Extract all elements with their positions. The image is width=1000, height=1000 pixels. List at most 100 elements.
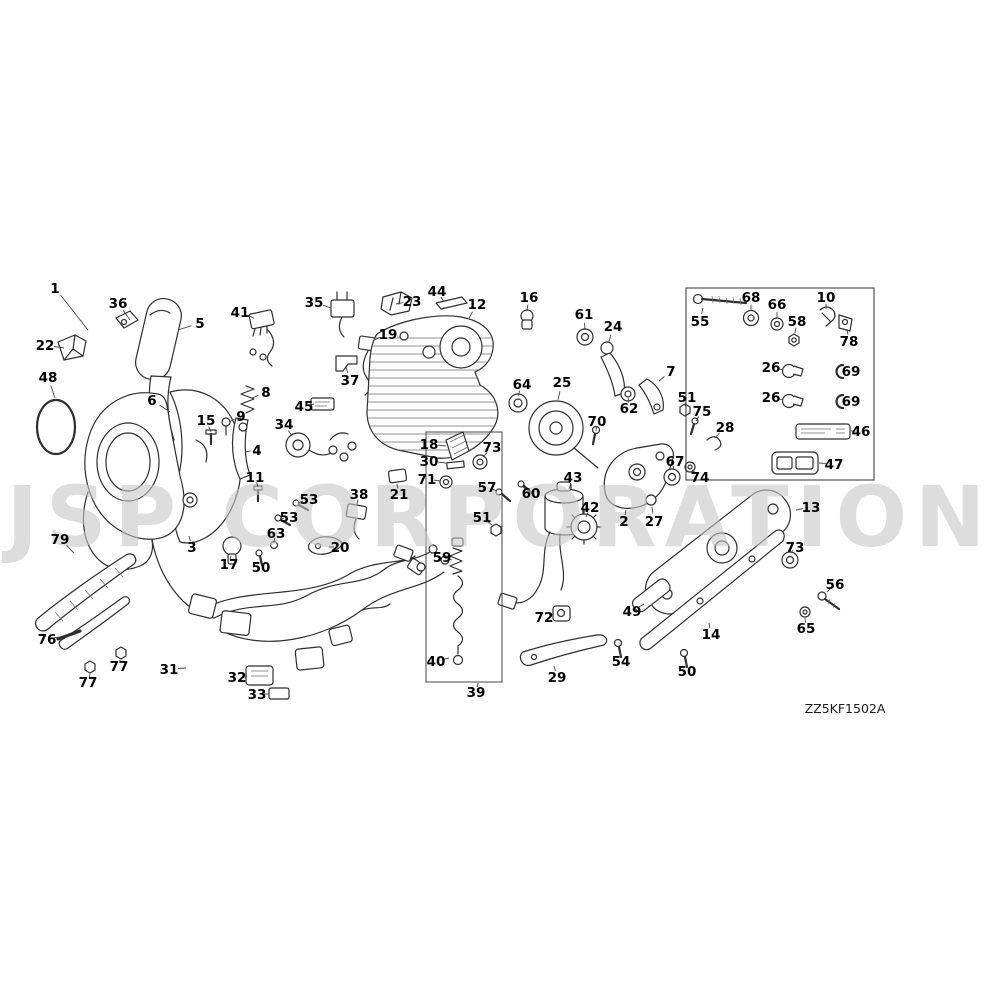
leader-line-15	[208, 426, 212, 433]
part-28-clip	[706, 436, 722, 451]
part-label-68: 68	[742, 290, 761, 306]
leader-line-51	[487, 521, 493, 526]
leader-line-11	[256, 482, 259, 488]
leader-line-61	[584, 322, 586, 331]
leader-line-3	[188, 535, 191, 542]
part-label-27: 27	[645, 514, 664, 530]
part-label-77: 77	[79, 675, 98, 691]
part-label-25: 25	[553, 375, 572, 391]
part-59-spring	[449, 547, 463, 575]
part-label-70: 70	[588, 414, 607, 430]
leader-line-7	[658, 376, 665, 382]
part-65-bolt	[799, 606, 811, 618]
leader-line-16	[526, 304, 529, 312]
leader-line-77	[119, 659, 121, 663]
part-label-56: 56	[826, 577, 845, 593]
part-60-screw	[517, 480, 534, 495]
part-label-62: 62	[620, 401, 639, 417]
part-label-23: 23	[403, 294, 422, 310]
part-71-grommet	[439, 475, 453, 489]
part-30-shim	[446, 460, 465, 470]
leader-line-6	[159, 404, 171, 413]
leader-line-24	[608, 334, 612, 343]
part-label-40: 40	[427, 654, 446, 670]
part-53-screw	[292, 499, 310, 512]
part-66-washer	[770, 317, 784, 331]
leader-line-36	[122, 310, 131, 321]
part-label-75: 75	[693, 404, 712, 420]
leader-line-5	[177, 325, 192, 331]
part-77-nut	[84, 660, 96, 674]
part-label-39: 39	[467, 685, 486, 701]
leader-line-2	[624, 509, 627, 516]
part-label-78: 78	[840, 334, 859, 350]
leader-line-45	[309, 403, 315, 406]
part-label-37: 37	[341, 373, 360, 389]
part-label-63: 63	[267, 526, 286, 542]
part-label-16: 16	[520, 290, 539, 306]
part-label-60: 60	[522, 486, 541, 502]
leader-line-22	[53, 345, 65, 349]
part-33-connector	[268, 687, 290, 700]
part-label-67: 67	[666, 454, 685, 470]
leader-line-37	[345, 366, 349, 374]
part-17-knob	[222, 536, 242, 565]
leader-line-51	[684, 401, 687, 407]
part-label-41: 41	[231, 305, 250, 321]
part-78-bracket	[838, 314, 853, 332]
part-label-28: 28	[716, 420, 735, 436]
part-75-screw	[689, 417, 699, 436]
part-42-toothed-washer	[566, 509, 602, 545]
part-53-screw	[274, 514, 292, 527]
leader-line-38	[356, 499, 359, 505]
leader-line-31	[177, 667, 187, 669]
leader-line-26	[777, 398, 784, 401]
part-label-47: 47	[825, 457, 844, 473]
diagram-code: ZZ5KF1502A	[805, 701, 886, 716]
part-36-clamp	[115, 310, 139, 329]
leader-line-59	[447, 558, 453, 561]
part-73-washer	[781, 551, 799, 569]
part-label-73: 73	[483, 440, 502, 456]
part-24-arm	[600, 341, 625, 397]
part-label-51: 51	[678, 390, 697, 406]
part-49-plate	[631, 578, 671, 613]
leader-line-58	[794, 327, 797, 334]
part-label-14: 14	[702, 627, 721, 643]
part-label-36: 36	[109, 296, 128, 312]
part-label-26: 26	[762, 360, 781, 376]
part-label-53: 53	[280, 510, 299, 526]
part-label-22: 22	[36, 338, 55, 354]
part-label-30: 30	[420, 454, 439, 470]
part-label-4: 4	[252, 443, 261, 459]
part-label-12: 12	[468, 297, 487, 313]
part-label-10: 10	[817, 290, 836, 306]
leader-line-9	[228, 418, 235, 423]
part-label-34: 34	[275, 417, 294, 433]
part-label-38: 38	[350, 487, 369, 503]
leader-line-18	[437, 444, 447, 447]
part-label-32: 32	[228, 670, 247, 686]
part-18-wedge	[445, 431, 470, 461]
leader-line-75	[695, 416, 700, 422]
leader-line-42	[585, 512, 589, 518]
part-39-detail-box	[425, 431, 503, 683]
part-43-key-switch	[497, 481, 584, 610]
part-label-61: 61	[575, 307, 594, 323]
leader-line-53	[297, 500, 304, 504]
part-68-collar	[742, 309, 760, 327]
part-5-handle-grip	[135, 298, 182, 381]
part-74-washer	[684, 461, 696, 473]
part-label-55: 55	[691, 314, 710, 330]
leader-line-44	[440, 296, 445, 303]
part-7-lever	[638, 378, 664, 415]
part-32-connector	[245, 665, 274, 686]
part-label-46: 46	[852, 424, 871, 440]
part-label-45: 45	[295, 399, 314, 415]
part-14-strip	[639, 529, 785, 651]
leader-line-62	[627, 397, 629, 403]
part-38-connector	[345, 503, 368, 540]
leader-line-27	[651, 506, 654, 514]
